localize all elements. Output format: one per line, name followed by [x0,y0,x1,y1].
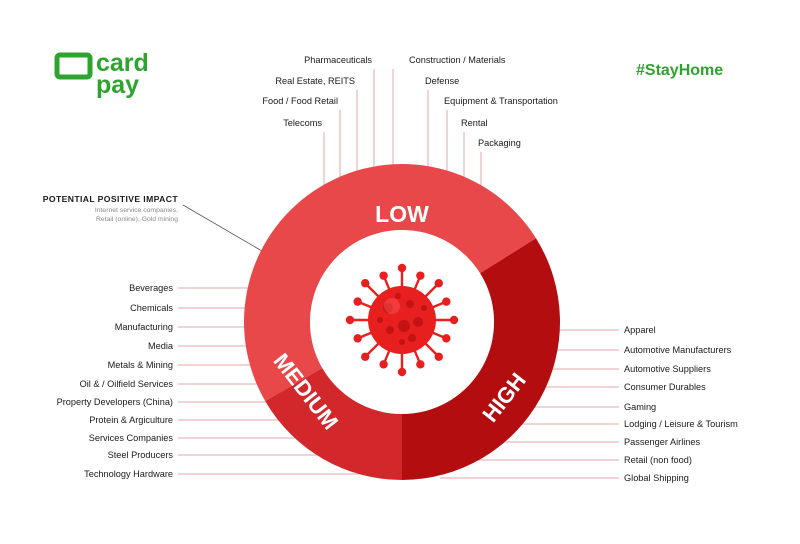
medium-segment [265,368,402,481]
sector-label-low: Food / Food Retail [262,96,338,106]
sector-label-high: Automotive Suppliers [624,364,711,374]
sector-label-medium: Oil & / Oilfield Services [80,379,174,389]
virus-spot [421,305,427,311]
sector-label-high: Automotive Manufacturers [624,345,732,355]
virus-spike-tip [442,297,451,306]
virus-spike-tip [449,315,459,325]
positive-impact-title: POTENTIAL POSITIVE IMPACT [43,194,179,204]
sector-label-high: Lodging / Leisure & Tourism [624,419,738,429]
sector-label-medium: Steel Producers [108,450,174,460]
positive-impact-note: POTENTIAL POSITIVE IMPACT Internet servi… [43,194,179,223]
sector-label-high: Retail (non food) [624,455,692,465]
sector-label-medium: Media [148,341,174,351]
virus-spike-tip [434,279,443,288]
sector-label-low: Defense [425,76,459,86]
cardpay-logo: card pay [54,49,149,99]
virus-spike-tip [361,279,370,288]
virus-spot [399,339,405,345]
sector-label-medium: Chemicals [130,303,173,313]
virus-spike-tip [397,263,407,273]
virus-body [368,286,436,354]
virus-icon [345,263,459,377]
sector-label-low: Construction / Materials [409,55,506,65]
sector-label-low: Pharmaceuticals [304,55,372,65]
virus-spot [408,334,416,342]
virus-spot [413,317,423,327]
sector-label-medium: Manufacturing [115,322,173,332]
virus-spike-tip [397,367,407,377]
leader-lines [178,69,619,479]
sector-label-medium: Metals & Mining [108,360,173,370]
sector-label-high: Gaming [624,402,656,412]
sector-label-medium: Technology Hardware [84,469,173,479]
virus-spike-tip [416,360,425,369]
sector-label-high: Global Shipping [624,473,689,483]
sector-label-low: Rental [461,118,488,128]
sector-label-medium: Property Developers (China) [57,397,173,407]
virus-spike-tip [379,360,388,369]
virus-spot [383,303,393,313]
band-label-low: LOW [375,201,429,227]
stayhome-hashtag: #StayHome [636,62,724,79]
sector-label-medium: Services Companies [89,433,174,443]
sector-label-low: Telecoms [283,118,322,128]
sector-labels: Telecoms Food / Food Retail Real Estate, R… [57,55,739,483]
logo-line2: pay [96,71,139,99]
virus-spike-tip [361,352,370,361]
virus-spot [395,293,401,299]
logo-line1: card [96,49,149,77]
virus-spike-tip [379,271,388,280]
virus-highlight [384,298,400,314]
virus-spot [398,320,410,332]
card-icon [54,52,93,80]
virus-spot [377,317,383,323]
sector-label-high: Consumer Durables [624,382,706,392]
virus-spike-tip [353,297,362,306]
low-segment [244,164,536,401]
virus-spike-tip [345,315,355,325]
high-segment [402,238,561,480]
virus-spike-tip [353,334,362,343]
sector-label-high: Apparel [624,325,656,335]
sector-label-low: Real Estate, REITS [275,76,355,86]
sector-label-low: Packaging [478,138,521,148]
sector-label-medium: Beverages [129,283,173,293]
virus-spot [406,300,414,308]
virus-spot [386,326,394,334]
positive-impact-line-1: Internet service companies, [95,207,178,214]
virus-spike-tip [442,334,451,343]
sector-label-medium: Protein & Argiculture [89,415,173,425]
virus-spike-tip [416,271,425,280]
sector-label-low: Equipment & Transportation [444,96,558,106]
sector-label-high: Passenger Airlines [624,437,700,447]
positive-impact-line-2: Retail (online), Gold mining [96,216,178,223]
virus-spike-tip [434,352,443,361]
